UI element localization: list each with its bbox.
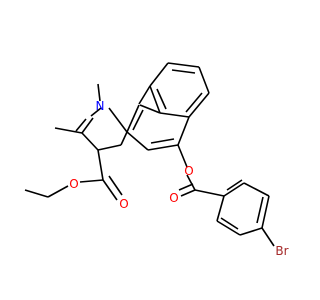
bond: [178, 183, 194, 191]
bond: [79, 179, 104, 183]
benzoate-carbonyl-oxygen-label: O: [169, 191, 178, 205]
bond: [24, 189, 49, 198]
bond: [177, 144, 188, 168]
bond: [156, 88, 167, 110]
bond: [108, 175, 123, 196]
bond: [180, 189, 196, 197]
nitrogen-atom-label: N: [96, 99, 105, 113]
bond: [216, 195, 225, 222]
bond: [223, 182, 245, 197]
bond: [120, 131, 128, 146]
atom-labels: N O O O O Br: [69, 99, 288, 258]
bond: [47, 185, 69, 198]
bond: [81, 117, 94, 134]
bond: [97, 149, 104, 181]
bond: [220, 217, 239, 230]
bond: [138, 85, 151, 105]
bond: [149, 85, 161, 114]
bond: [126, 131, 149, 151]
bond: [171, 69, 196, 74]
bond: [139, 104, 161, 114]
bond: [261, 195, 270, 229]
bond: [185, 92, 203, 113]
bond: [97, 83, 101, 102]
ester-alkoxy-oxygen-label: O: [69, 177, 78, 191]
bond: [188, 92, 210, 118]
bond: [243, 182, 270, 197]
bond-lines: [24, 62, 275, 247]
bond: [75, 118, 87, 132]
bond: [186, 174, 196, 191]
bond: [54, 127, 83, 134]
bond: [147, 144, 179, 151]
bond: [81, 132, 99, 151]
molecule-svg: N O O O O Br: [24, 62, 289, 258]
bond: [108, 107, 128, 133]
molecule-structure-diagram: N O O O O Br: [24, 62, 289, 258]
bond: [256, 196, 264, 224]
bond: [177, 116, 190, 146]
bond: [126, 104, 140, 133]
bond: [102, 179, 118, 201]
bond: [226, 179, 243, 191]
bond: [216, 220, 241, 236]
bond: [159, 112, 190, 118]
bond: [198, 66, 210, 94]
bromine-atom-label: Br: [275, 244, 288, 258]
bond: [97, 144, 122, 151]
ester-carbonyl-oxygen-label: O: [119, 197, 128, 211]
bond: [261, 227, 275, 247]
bond: [149, 62, 169, 87]
aryl-ester-oxygen-label: O: [184, 164, 193, 178]
bond: [132, 109, 144, 131]
bond: [194, 189, 225, 197]
bond: [150, 138, 175, 144]
bond: [90, 107, 102, 117]
bond: [239, 227, 263, 236]
bond: [167, 62, 200, 68]
